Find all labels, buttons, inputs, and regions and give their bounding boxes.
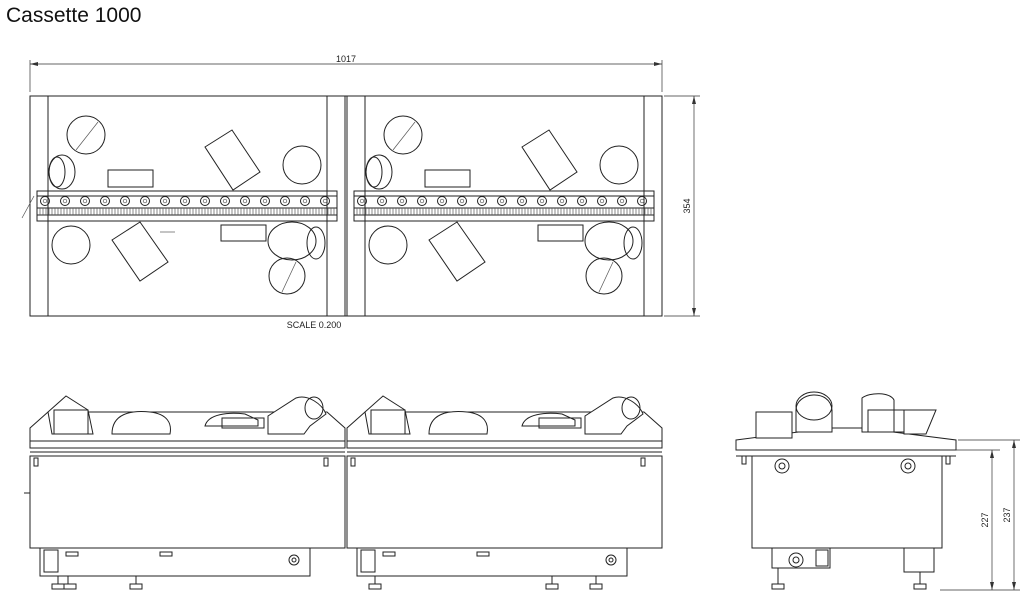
top-unit-right [353,96,655,316]
front-unit-left [24,395,346,590]
height-a-label: 227 [980,512,990,527]
scale-label: SCALE 0.200 [287,320,342,330]
top-view: 1017 354 [21,54,700,330]
front-view [24,395,663,590]
height-dimension-a: 227 [940,449,1020,591]
top-unit-left [21,96,338,316]
depth-dimension: 354 [664,95,700,317]
depth-dimension-label: 354 [682,198,692,213]
front-unit-right [346,395,663,590]
drawing-title: Cassette 1000 [6,4,142,27]
height-dimension-b: 237 [958,439,1020,590]
height-b-label: 237 [1002,507,1012,522]
side-view: 227 237 [735,391,1020,591]
width-dimension: 1017 [29,54,663,92]
width-dimension-label: 1017 [336,54,356,64]
